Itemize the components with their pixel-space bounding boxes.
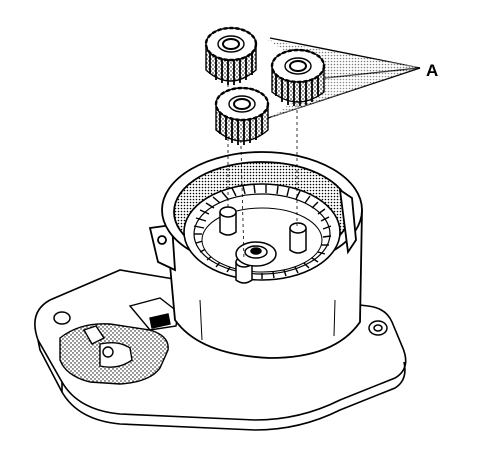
mounting-hole-left <box>53 311 71 325</box>
lever-mechanism <box>59 297 179 385</box>
callout-label-a: A <box>426 61 439 80</box>
sun-gear-shaft <box>235 241 277 267</box>
planet-gear-1 <box>204 26 258 85</box>
planet-gear-3 <box>214 86 270 145</box>
mounting-hole-right <box>368 320 388 336</box>
planet-gear-2 <box>270 48 326 106</box>
leader-shading <box>268 40 418 118</box>
